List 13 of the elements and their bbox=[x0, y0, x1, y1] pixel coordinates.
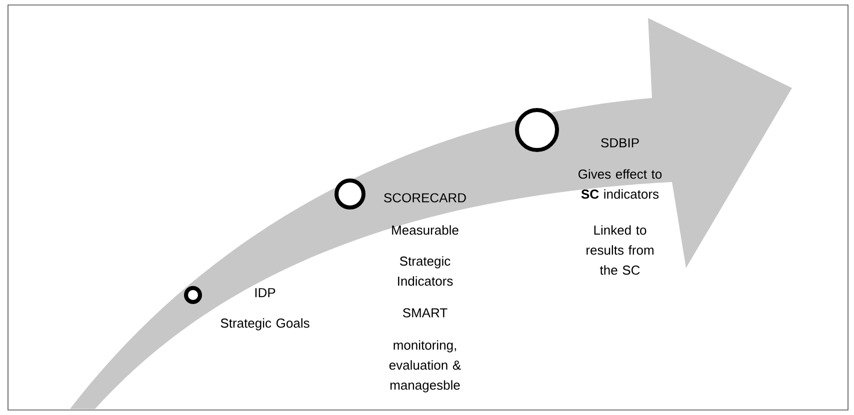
caption-text: IDP bbox=[255, 288, 276, 298]
caption-text: monitoring, evaluation & managesble bbox=[389, 340, 461, 392]
caption-text: Strategic Goals bbox=[220, 318, 310, 330]
circle-marker bbox=[515, 108, 559, 152]
circle-marker bbox=[184, 286, 202, 304]
caption-text: Gives effect to SC indicators bbox=[578, 169, 662, 199]
caption-text: Linked to results from the SC bbox=[586, 225, 654, 275]
circle-marker bbox=[334, 178, 366, 210]
caption-text: Strategic Indicators bbox=[398, 256, 453, 286]
caption-text: SDBIP bbox=[601, 138, 639, 148]
caption-text: SMART bbox=[402, 308, 448, 318]
caption-text: SCORECARD bbox=[384, 193, 466, 202]
caption-text: Measurable bbox=[392, 225, 458, 235]
